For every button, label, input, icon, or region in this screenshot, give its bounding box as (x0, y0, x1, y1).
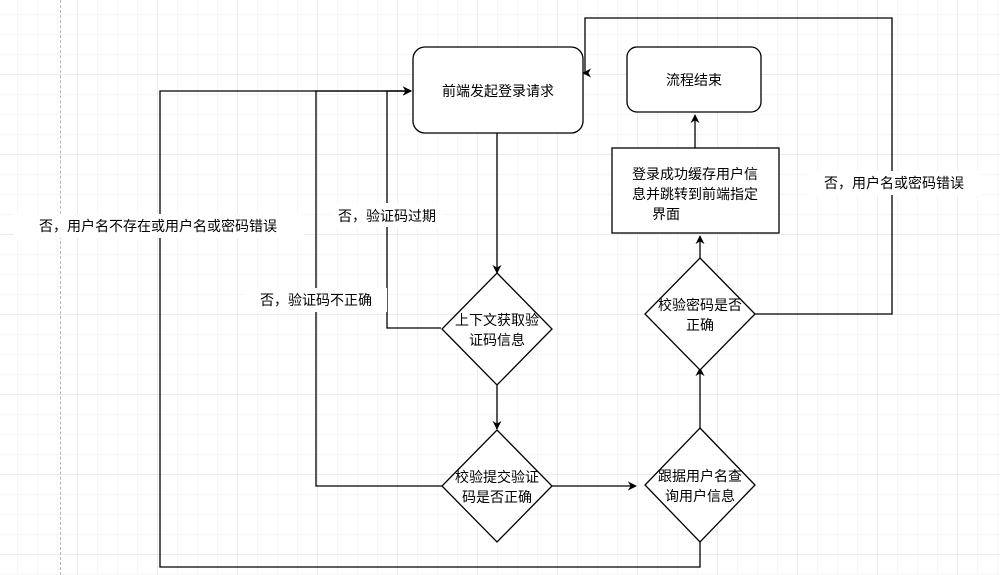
edge-user-not-exist (159, 86, 701, 568)
label-captcha-expired: 否，验证码过期 (331, 203, 443, 227)
node-query-user-line2: 询用户信息 (665, 488, 735, 505)
node-get-captcha[interactable]: 上下文获取验 证码信息 (441, 272, 553, 386)
node-check-password-line2: 正确 (686, 318, 714, 334)
node-end-label: 流程结束 (666, 73, 722, 89)
node-query-user-line1: 跟据用户名查 (658, 468, 742, 485)
node-success-line2: 息并跳转到前端指定 (632, 186, 758, 203)
node-start[interactable]: 前端发起登录请求 (412, 46, 584, 134)
label-password-wrong-text: 否，用户名或密码错误 (824, 175, 964, 192)
node-success-line3: 界面 (652, 207, 680, 223)
label-captcha-expired-text: 否，验证码过期 (338, 209, 436, 225)
label-captcha-wrong: 否，验证码不正确 (245, 288, 387, 312)
label-password-wrong: 否，用户名或密码错误 (810, 171, 980, 195)
node-end[interactable]: 流程结束 (626, 46, 762, 113)
label-user-not-exist: 否，用户名不存在或用户名或密码错误 (14, 214, 304, 238)
node-check-captcha-line1: 校验提交验证 (455, 469, 539, 486)
node-check-password[interactable]: 校验密码是否 正确 (644, 257, 756, 371)
node-success-line1: 登录成功缓存用户信 (632, 166, 758, 183)
page-guide-line (60, 0, 61, 575)
label-user-not-exist-text: 否，用户名不存在或用户名或密码错误 (39, 218, 277, 235)
node-query-user[interactable]: 跟据用户名查 询用户信息 (644, 427, 756, 543)
edge-password-wrong (582, 17, 893, 315)
node-start-label: 前端发起登录请求 (442, 83, 554, 100)
node-check-captcha-line2: 码是否正确 (462, 490, 532, 506)
node-check-password-line1: 校验密码是否 (658, 297, 742, 314)
label-captcha-wrong-text: 否，验证码不正确 (260, 293, 372, 309)
node-success[interactable]: 登录成功缓存用户信 息并跳转到前端指定 界面 (611, 147, 780, 234)
node-get-captcha-line1: 上下文获取验 (455, 313, 539, 329)
node-check-captcha[interactable]: 校验提交验证 码是否正确 (441, 429, 553, 543)
node-get-captcha-line2: 证码信息 (469, 332, 525, 349)
